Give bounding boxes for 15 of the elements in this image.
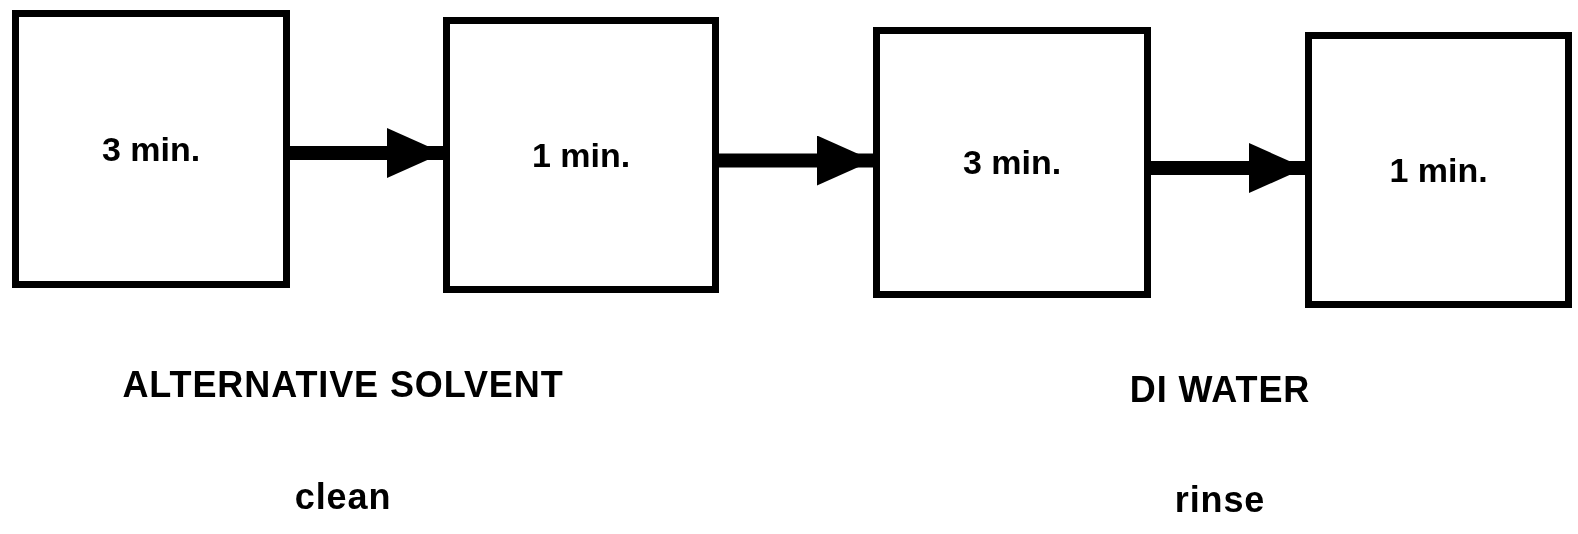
process-box [443, 17, 719, 293]
duration-text: 1 min. [1389, 149, 1488, 191]
duration-text: 3 min. [101, 128, 201, 170]
process-box [1305, 32, 1572, 308]
step-label: clean [294, 475, 392, 519]
arrow [290, 128, 443, 178]
arrow [719, 135, 873, 186]
step-label: ALTERNATIVE SOLVENT [122, 363, 564, 407]
arrow [1151, 143, 1305, 193]
duration-text: 3 min. [962, 142, 1062, 183]
duration-text: 1 min. [531, 134, 631, 176]
process-box [12, 10, 290, 288]
step-label: rinse [1174, 478, 1266, 522]
step-label: DI WATER [1129, 368, 1311, 412]
process-box [873, 27, 1151, 298]
